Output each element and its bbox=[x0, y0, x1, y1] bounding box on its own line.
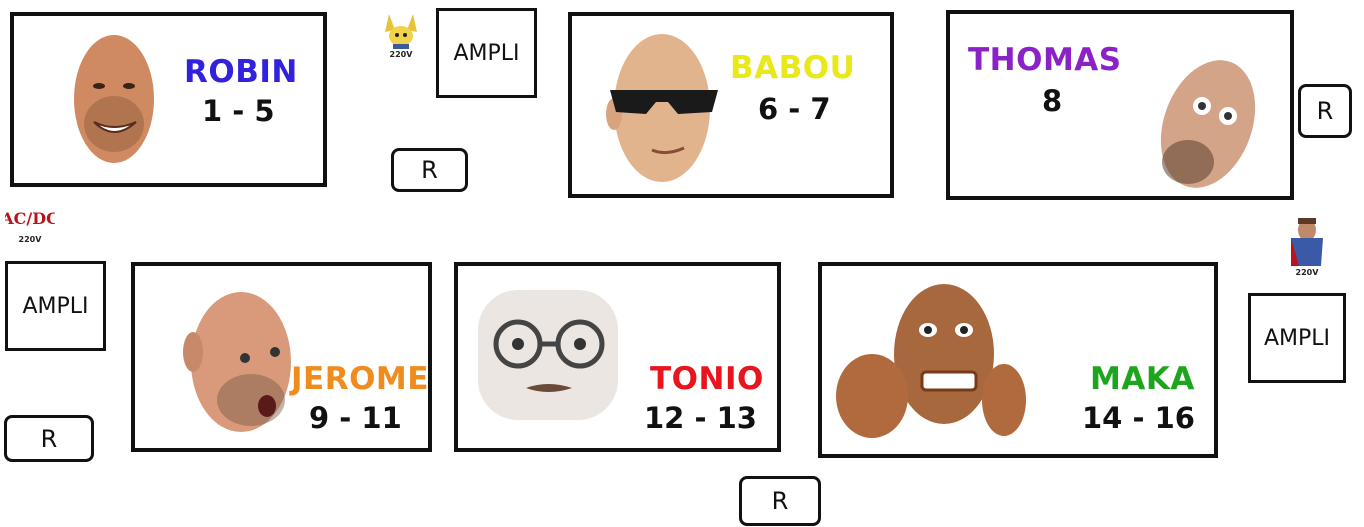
babou-name: BABOU bbox=[730, 50, 855, 86]
ampli-box-right: AMPLI bbox=[1248, 293, 1346, 383]
return-monitor-top-right: R bbox=[1298, 84, 1352, 138]
musician-card-robin: ROBIN 1 - 5 bbox=[10, 12, 327, 187]
ampli-box-left: AMPLI bbox=[5, 261, 106, 351]
jerome-name: JEROME bbox=[291, 361, 429, 397]
thomas-name: THOMAS bbox=[968, 42, 1122, 78]
creature-plug-icon: 220V bbox=[378, 10, 424, 59]
hero-plug-voltage: 220V bbox=[1284, 268, 1330, 277]
maka-face-photo bbox=[828, 272, 1028, 452]
return-monitor-top-middle: R bbox=[391, 148, 468, 192]
tonio-channels: 12 - 13 bbox=[644, 401, 757, 435]
maka-channels: 14 - 16 bbox=[1082, 401, 1195, 435]
jerome-face-photo bbox=[171, 282, 301, 442]
maka-name: MAKA bbox=[1090, 361, 1195, 397]
jerome-channels: 9 - 11 bbox=[309, 401, 402, 435]
robin-channels: 1 - 5 bbox=[202, 94, 275, 128]
robin-face-photo bbox=[64, 24, 164, 174]
musician-card-maka: MAKA 14 - 16 bbox=[818, 262, 1218, 458]
return-monitor-bottom-left: R bbox=[4, 415, 94, 462]
ampli-box-top: AMPLI bbox=[436, 8, 537, 98]
babou-channels: 6 - 7 bbox=[758, 92, 831, 126]
hero-plug-icon: 220V bbox=[1284, 216, 1330, 277]
svg-text:AC/DC: AC/DC bbox=[5, 209, 55, 228]
robin-name: ROBIN bbox=[184, 54, 298, 90]
musician-card-babou: BABOU 6 - 7 bbox=[568, 12, 894, 198]
musician-card-jerome: JEROME 9 - 11 bbox=[131, 262, 432, 452]
acdc-plug-voltage: 220V bbox=[4, 235, 56, 244]
return-monitor-bottom-middle: R bbox=[739, 476, 821, 526]
tonio-face-photo bbox=[468, 284, 628, 434]
creature-plug-voltage: 220V bbox=[378, 50, 424, 59]
babou-face-photo bbox=[600, 22, 730, 192]
acdc-plug-icon: AC/DC 220V bbox=[4, 205, 56, 244]
tonio-name: TONIO bbox=[650, 361, 764, 397]
musician-card-thomas: THOMAS 8 bbox=[946, 10, 1294, 200]
thomas-face-photo bbox=[1146, 54, 1264, 194]
thomas-channels: 8 bbox=[1042, 84, 1062, 118]
musician-card-tonio: TONIO 12 - 13 bbox=[454, 262, 781, 452]
